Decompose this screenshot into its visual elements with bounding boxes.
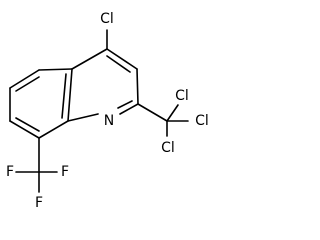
bond-ccl3-cl-top: [166, 104, 179, 122]
bond-c3-c2: [136, 68, 139, 105]
cf3-fluorine-right-label: F: [61, 164, 69, 180]
ccl3-chlorine-bottom-label: Cl: [161, 140, 175, 156]
chlorine-4-label: Cl: [100, 11, 114, 27]
bond-c8a-c4a: [67, 68, 73, 122]
cf3-fluorine-left-label: F: [6, 164, 14, 180]
chemical-structure-diagram: Cl N Cl Cl Cl F F F: [6, 11, 209, 211]
bond-c4a-c5: [38, 68, 73, 71]
ccl3-chlorine-right-label: Cl: [195, 113, 209, 129]
bond-c2-ccl3: [137, 103, 168, 122]
double-bond-inner-c5-c6: [15, 76, 40, 92]
substituent-bonds: [15, 29, 189, 193]
double-bond-inner-c2-n1: [117, 100, 133, 109]
bond-c2-n1: [119, 103, 139, 115]
ccl3-chlorine-top-label: Cl: [175, 88, 189, 104]
bond-c4a-c4: [71, 48, 108, 70]
benzo-ring: [9, 68, 73, 139]
pyridine-ring: [67, 48, 139, 122]
nitrogen-label: N: [104, 113, 114, 129]
double-bond-inner-c4-c3: [106, 55, 131, 73]
double-bond-inner-c7-c8: [15, 117, 40, 132]
bond-n1-c8a: [67, 113, 99, 122]
cf3-fluorine-bottom-label: F: [35, 195, 43, 211]
double-bond-inner-c8a-c4a: [61, 73, 67, 119]
bond-c7-c8: [9, 120, 40, 139]
bond-c8-c8a: [38, 120, 69, 139]
bond-c4-c3: [106, 48, 138, 70]
atom-labels: Cl N Cl Cl Cl F F F: [6, 11, 209, 211]
bond-c5-c6: [9, 69, 40, 89]
